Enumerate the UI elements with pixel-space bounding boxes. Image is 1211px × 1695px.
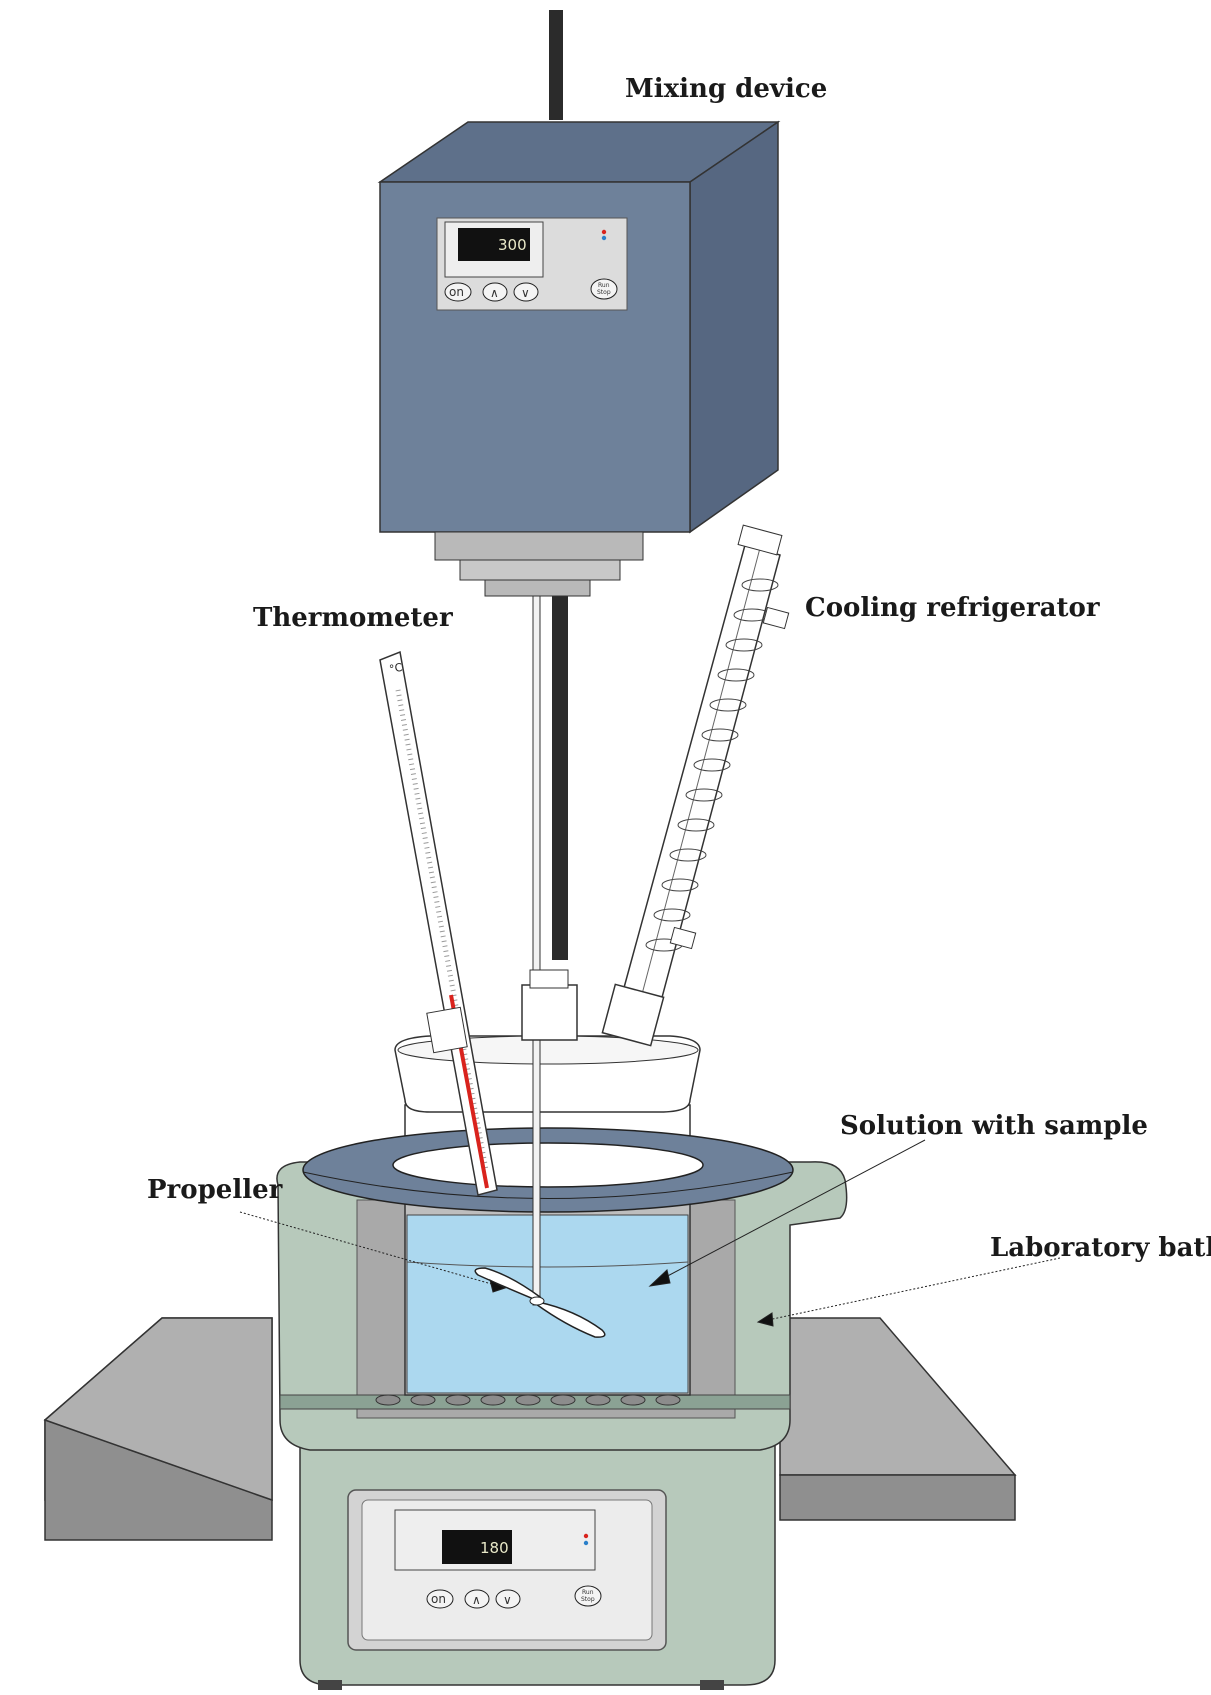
right-side-plate — [779, 1317, 1017, 1521]
svg-text:on: on — [449, 285, 464, 299]
left-side-plate — [43, 1317, 273, 1541]
mixer-collar-1 — [434, 531, 644, 561]
svg-text:Run: Run — [582, 1589, 594, 1596]
mixer-control-panel: 300 on ∧ ∨ Run Stop — [436, 217, 628, 311]
bath-led-blue — [583, 1540, 589, 1546]
leader-lines — [239, 1139, 1061, 1327]
svg-text:Stop: Stop — [597, 289, 611, 296]
svg-text:on: on — [431, 1592, 446, 1606]
mixer-down-button[interactable]: ∨ — [513, 282, 539, 302]
label-laboratory-bath: Laboratory bath — [990, 1233, 1211, 1263]
svg-text:∨: ∨ — [503, 1593, 512, 1607]
mixer-run-stop-button[interactable]: Run Stop — [590, 278, 618, 300]
mixing-device — [377, 120, 781, 597]
cooling-refrigerator — [601, 524, 790, 1047]
mixer-display — [458, 228, 530, 261]
solution-leader — [659, 1139, 926, 1281]
solution-arrowhead — [648, 1269, 671, 1287]
svg-text:Stop: Stop — [581, 1596, 595, 1603]
bath-down-button[interactable]: ∨ — [495, 1589, 521, 1609]
svg-text:∧: ∧ — [490, 286, 499, 300]
label-propeller: Propeller — [147, 1175, 283, 1205]
support-rod — [549, 10, 563, 120]
propeller-leader — [239, 1211, 496, 1286]
thermometer: °C — [379, 650, 498, 1196]
bath-run-stop-button[interactable]: Run Stop — [574, 1585, 602, 1607]
propeller — [474, 1267, 606, 1338]
svg-text:∧: ∧ — [472, 1593, 481, 1607]
bath-display-value: 180 — [480, 1539, 509, 1557]
thermometer-unit: °C — [388, 661, 404, 676]
bath-up-button[interactable]: ∧ — [464, 1589, 490, 1609]
svg-text:∨: ∨ — [521, 286, 530, 300]
svg-text:Run: Run — [598, 282, 610, 289]
support-rod-lower — [552, 540, 568, 960]
bath-ring — [302, 1127, 794, 1213]
bath-on-button[interactable]: on — [426, 1589, 454, 1609]
label-thermometer: Thermometer — [253, 603, 453, 633]
mixer-collar-2 — [459, 559, 621, 581]
mixer-up-button[interactable]: ∧ — [482, 282, 508, 302]
bath-control-panel: 180 on ∧ ∨ Run Stop — [394, 1509, 602, 1609]
bath-leader — [767, 1257, 1061, 1321]
propeller-arrowhead — [489, 1279, 507, 1293]
bath-display — [442, 1530, 512, 1564]
bath-led-red — [583, 1533, 589, 1539]
label-solution-with-sample: Solution with sample — [840, 1111, 1148, 1141]
heating-plate-holes — [375, 1394, 681, 1406]
mixer-led-red — [601, 229, 607, 235]
label-mixing-device: Mixing device — [625, 74, 828, 104]
stirrer-shaft — [532, 594, 541, 1306]
bath-arrowhead — [756, 1312, 774, 1327]
mixer-led-blue — [601, 235, 607, 241]
mixer-display-value: 300 — [498, 236, 527, 254]
label-cooling-refrigerator: Cooling refrigerator — [805, 593, 1100, 623]
mixer-on-button[interactable]: on — [444, 282, 472, 302]
center-neck — [521, 969, 578, 1041]
mixer-collar-3 — [484, 579, 591, 597]
